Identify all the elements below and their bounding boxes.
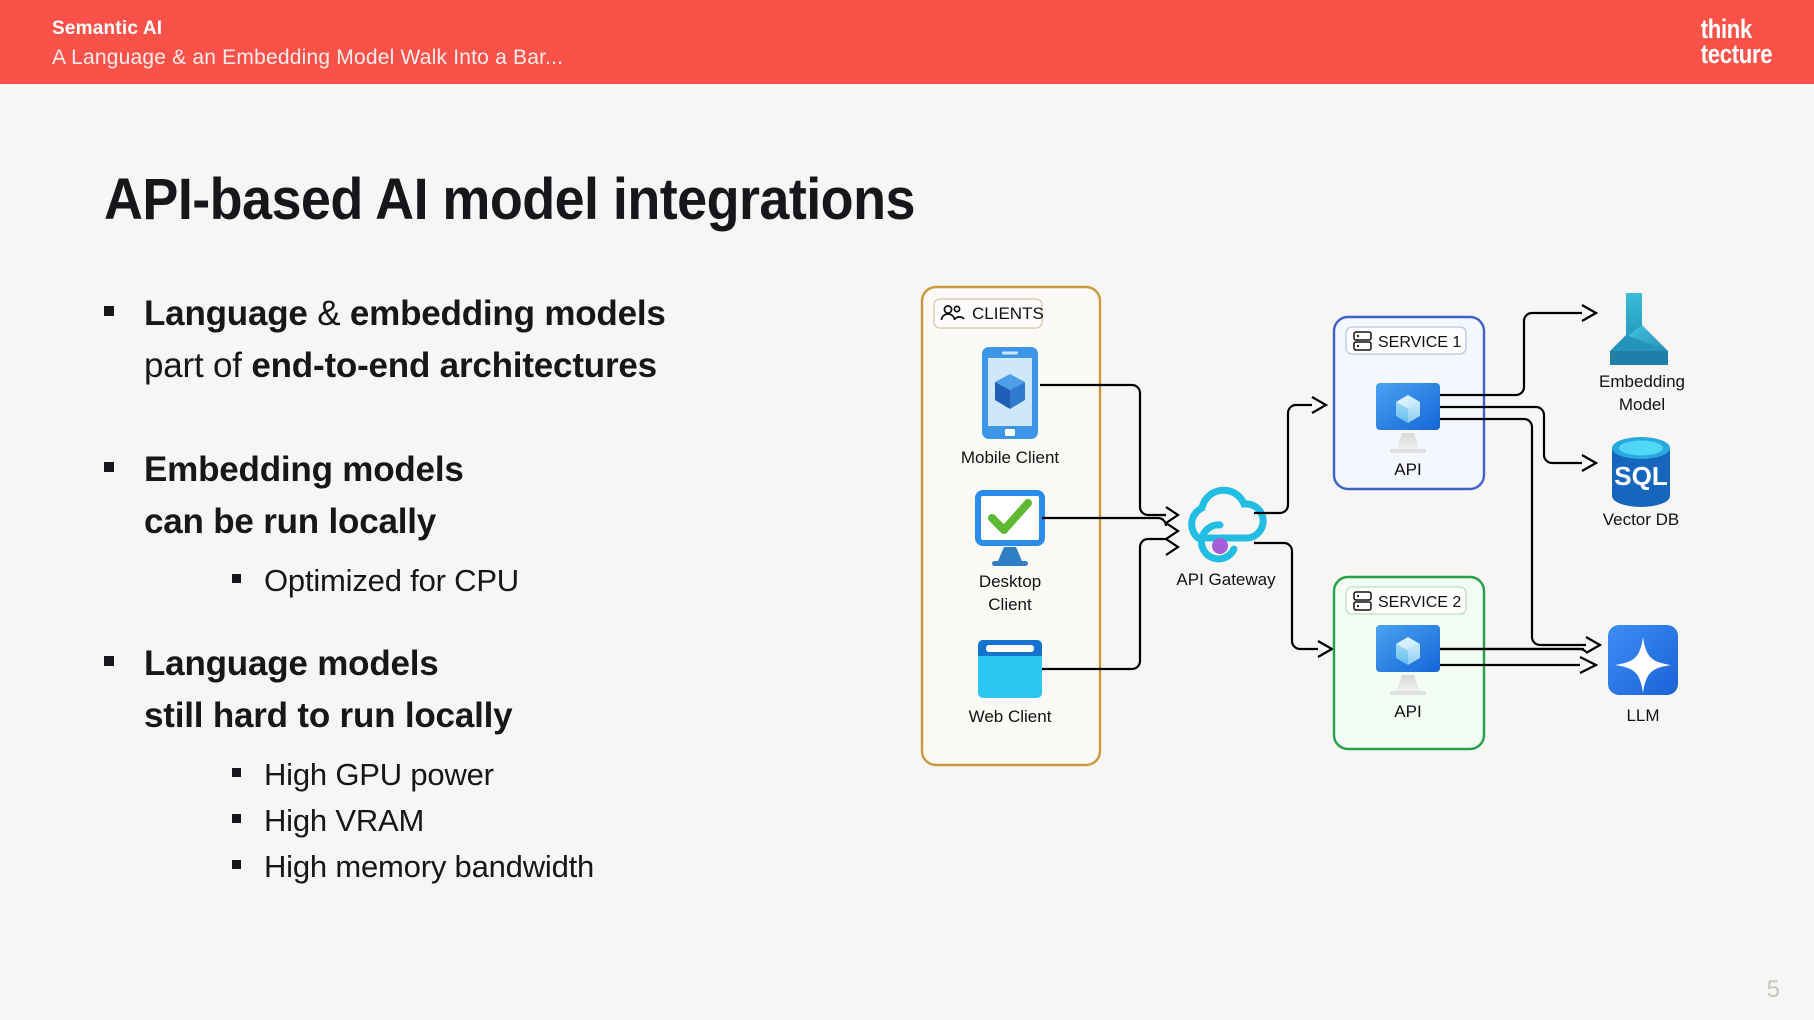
spacer — [104, 604, 864, 638]
bullet-2-line-2: can be run locally — [144, 502, 437, 541]
node-label: API — [1394, 702, 1421, 721]
sub-bullet-text: Optimized for CPU — [264, 563, 519, 598]
cube-icon — [995, 374, 1025, 409]
node-label: Mobile Client — [961, 448, 1060, 467]
bullet-item-3: Language models still hard to run locall… — [104, 638, 864, 742]
node-label: Client — [988, 595, 1032, 614]
azure-ml-triangle-icon — [1610, 293, 1668, 365]
edges-gateway-to-services — [1254, 403, 1318, 651]
edges-service1-to-models — [1440, 311, 1586, 647]
server-icon — [1353, 331, 1372, 351]
bullet-1-seg-part-of: part of — [144, 346, 242, 385]
slide-header: Semantic AI A Language & an Embedding Mo… — [0, 0, 1814, 84]
node-desktop-client: Desktop Client — [975, 490, 1045, 614]
bullet-1-seg-amp: & — [317, 294, 341, 333]
clients-group-label: CLIENTS — [972, 304, 1044, 323]
node-label: API Gateway — [1176, 570, 1276, 589]
node-label: Model — [1619, 395, 1665, 414]
sub-bullet-text: High memory bandwidth — [264, 849, 595, 884]
logo-line-1: think — [1700, 14, 1752, 44]
header-subtitle: A Language & an Embedding Model Walk Int… — [52, 46, 564, 69]
node-api-gateway: API Gateway — [1176, 486, 1276, 589]
gateway-in-chevrons — [1165, 506, 1180, 556]
node-api-service-1: API — [1376, 383, 1440, 479]
sub-bullet-optimized-cpu: Optimized for CPU — [232, 558, 864, 604]
node-label: Web Client — [969, 707, 1052, 726]
bullet-1-seg-e2e: end-to-end architectures — [251, 346, 657, 385]
bullet-1-seg-embedding-models: embedding models — [349, 294, 666, 333]
node-mobile-client: Mobile Client — [961, 347, 1060, 467]
node-vector-db: SQL Vector DB — [1603, 437, 1680, 529]
bullet-marker — [104, 306, 114, 316]
bullet-2-line-1: Embedding models — [144, 450, 464, 489]
bullet-marker — [104, 462, 114, 472]
node-label: LLM — [1626, 706, 1659, 725]
sub-bullet-text: High VRAM — [264, 803, 425, 838]
people-icon — [940, 305, 965, 321]
bullet-3-line-2: still hard to run locally — [144, 696, 513, 735]
thinktecture-logo: think tecture — [1700, 14, 1772, 69]
cloud-gateway-icon — [1188, 486, 1267, 542]
service-1-group: SERVICE 1 API — [1332, 315, 1486, 491]
sub-bullet-memory-bandwidth: High memory bandwidth — [232, 844, 864, 890]
sql-database-icon: SQL — [1612, 437, 1670, 507]
bullet-item-2: Embedding models can be run locally — [104, 444, 864, 548]
node-embedding-model: Embedding Model — [1599, 293, 1685, 414]
node-web-client: Web Client — [969, 640, 1052, 726]
bullet-marker — [232, 860, 241, 869]
bullet-text-1: Language & embedding models part of end-… — [144, 288, 864, 392]
sparkle-icon — [1615, 637, 1671, 693]
node-llm: LLM — [1608, 625, 1678, 725]
architecture-diagram: CLIENTS Mobile Client Desktop Client Web… — [920, 285, 1780, 865]
bullet-marker — [232, 574, 241, 583]
bullet-marker — [232, 768, 241, 777]
bullet-item-1: Language & embedding models part of end-… — [104, 288, 864, 392]
service-1-label: SERVICE 1 — [1378, 334, 1461, 351]
bullet-text-3: Language models still hard to run locall… — [144, 638, 864, 742]
node-api-service-2: API — [1376, 625, 1440, 721]
bullet-text-2: Embedding models can be run locally — [144, 444, 864, 548]
gateway-dot — [1212, 538, 1228, 554]
spacer — [104, 402, 864, 444]
checkmark-icon — [988, 499, 1032, 534]
sql-icon-text: SQL — [1614, 461, 1668, 491]
server-icon — [1353, 591, 1372, 611]
page-title: API-based AI model integrations — [104, 167, 915, 232]
node-label: API — [1394, 460, 1421, 479]
node-label: Desktop — [979, 572, 1041, 591]
service-2-label: SERVICE 2 — [1378, 594, 1461, 611]
sub-bullet-text: High GPU power — [264, 757, 494, 792]
bullet-marker — [232, 814, 241, 823]
service-2-group: SERVICE 2 API — [1332, 575, 1486, 751]
edges-clients-to-gateway — [1040, 383, 1168, 671]
page-number: 5 — [1766, 976, 1780, 1003]
sub-bullet-vram: High VRAM — [232, 798, 864, 844]
bullet-marker — [104, 656, 114, 666]
header-title: Semantic AI — [52, 18, 163, 39]
cube-icon — [1396, 395, 1420, 423]
node-label: Embedding — [1599, 372, 1685, 391]
cube-icon — [1396, 637, 1420, 665]
sub-bullet-gpu-power: High GPU power — [232, 752, 864, 798]
logo-line-2: tecture — [1700, 39, 1772, 69]
bullet-3-line-1: Language models — [144, 644, 439, 683]
bullet-list: Language & embedding models part of end-… — [104, 288, 864, 890]
node-label: Vector DB — [1603, 510, 1680, 529]
bullet-1-seg-language: Language — [144, 294, 308, 333]
